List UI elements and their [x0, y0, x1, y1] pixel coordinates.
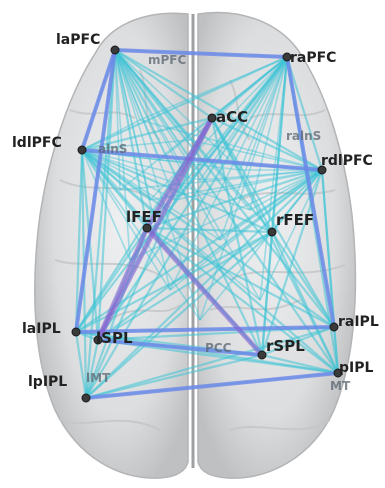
- node-laPFC: [111, 46, 119, 54]
- label-laPFC: laPFC: [56, 32, 100, 48]
- node-aCC: [208, 114, 216, 122]
- label-rdlPFC: rdlPFC: [321, 153, 373, 169]
- label-rFEF: rFEF: [276, 211, 314, 229]
- label-raIns: ralnS: [286, 129, 321, 143]
- label-rpIPL: pIPL: [339, 360, 373, 376]
- label-laIPL: laIPL: [22, 321, 61, 337]
- label-lFEF: lFEF: [126, 208, 162, 226]
- label-PCC: PCC: [205, 341, 232, 355]
- node-ldlPFC: [78, 146, 86, 154]
- node-lpIPL: [82, 394, 90, 402]
- label-lSPL: lSPL: [96, 329, 133, 347]
- label-rMT: MT: [330, 379, 351, 393]
- label-lpIPL: lpIPL: [28, 374, 67, 390]
- label-raIPL: raIPL: [338, 314, 379, 330]
- label-raPFC: raPFC: [290, 50, 336, 66]
- label-mPFC: mPFC: [148, 53, 186, 67]
- node-rFEF: [268, 228, 276, 236]
- node-raIPL: [330, 323, 338, 331]
- label-rSPL: rSPL: [266, 337, 305, 355]
- label-laIns: alnS: [98, 142, 127, 156]
- label-lMT: lMT: [86, 371, 111, 385]
- label-aCC: aCC: [216, 108, 248, 126]
- label-ldlPFC: ldlPFC: [12, 135, 62, 151]
- node-laIPL: [72, 328, 80, 336]
- node-rSPL: [258, 351, 266, 359]
